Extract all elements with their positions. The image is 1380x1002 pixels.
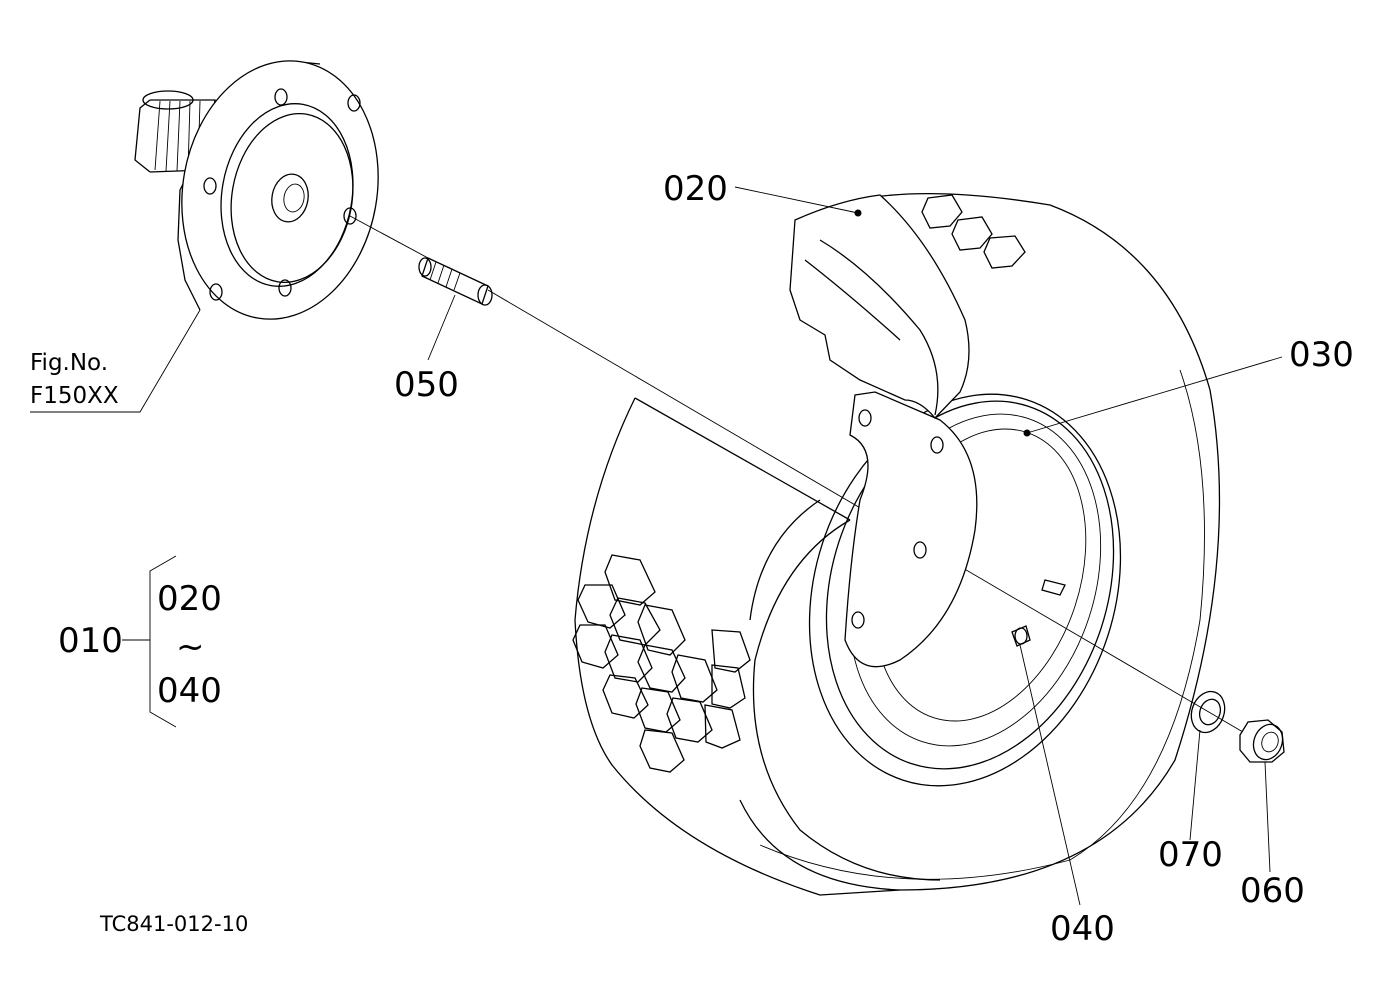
drawing-code: TC841-012-10 xyxy=(99,912,248,936)
hub-flange-drawing xyxy=(134,60,379,320)
wheel-rim-drawing xyxy=(808,391,1122,787)
tire-section-drawing xyxy=(789,194,970,419)
figure-ref-line2: F150XX xyxy=(30,383,119,409)
tire-drawing xyxy=(572,193,1221,896)
figure-ref-leader xyxy=(30,309,201,413)
assembly-bracket xyxy=(122,555,177,728)
figure-ref-line1: Fig.No. xyxy=(30,350,108,376)
assembly-range-start: 020 xyxy=(157,579,222,619)
nut-drawing xyxy=(1239,719,1285,763)
callout-030: 030 xyxy=(1289,335,1354,375)
leader-lines xyxy=(427,186,1283,906)
valve-drawing xyxy=(1011,625,1031,647)
callout-020: 020 xyxy=(663,169,728,209)
callout-060: 060 xyxy=(1240,871,1305,911)
callout-070: 070 xyxy=(1158,835,1223,875)
callout-040: 040 xyxy=(1050,909,1115,949)
stud-bolt-drawing xyxy=(418,257,493,306)
assembly-range-end: 040 xyxy=(157,671,222,711)
washer-drawing xyxy=(1190,690,1226,734)
assembly-label: 010 xyxy=(58,621,123,661)
callout-050: 050 xyxy=(394,365,459,405)
assembly-range-separator: ~ xyxy=(176,627,205,667)
